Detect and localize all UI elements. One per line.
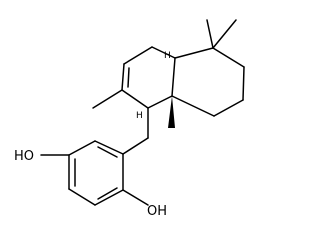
stereo-h-benzylic: H — [136, 111, 143, 121]
atom-label-oh: OH — [147, 204, 167, 219]
bond — [68, 188, 96, 206]
double-bond-inner — [127, 67, 130, 88]
bond — [94, 189, 124, 206]
bond — [147, 95, 173, 109]
atom-label-ho: HO — [14, 149, 34, 164]
bond — [94, 140, 124, 155]
bond-methyl — [212, 19, 237, 49]
chemical-structure: H H HO OH — [14, 19, 245, 219]
bond — [212, 47, 245, 68]
decalin-ring-system — [92, 19, 245, 128]
bond — [151, 46, 176, 59]
bond-hydroxyl-bottom — [122, 189, 149, 206]
aromatic-inner-bond — [97, 187, 118, 200]
wedge-bond-methyl — [168, 96, 175, 128]
bond-methyl — [92, 89, 123, 109]
stereo-h-upper: H — [164, 51, 171, 61]
bond — [174, 47, 214, 59]
bond-methyl — [206, 19, 214, 49]
bond — [121, 63, 125, 91]
bond — [171, 57, 176, 97]
bond — [123, 46, 153, 65]
bond-linker — [122, 137, 149, 155]
bond — [68, 140, 96, 156]
bond — [242, 66, 245, 101]
aromatic-inner-bond — [97, 146, 118, 158]
bond — [171, 95, 215, 117]
hydroquinone-ring — [68, 140, 124, 206]
bond — [121, 89, 149, 109]
bond — [213, 99, 244, 117]
stereo-markers: H H — [136, 51, 171, 121]
